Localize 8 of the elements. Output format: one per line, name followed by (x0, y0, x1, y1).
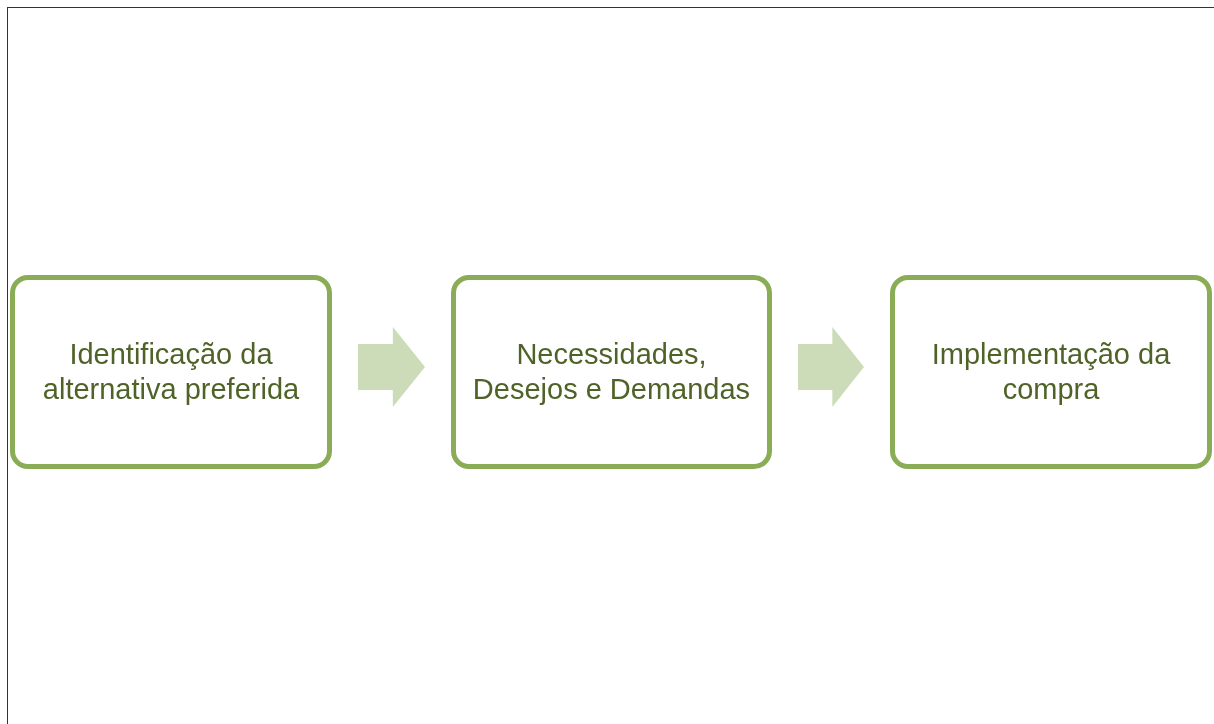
process-box (451, 275, 772, 469)
box-label: Identificação da alternativa preferida (41, 337, 301, 407)
block-arrow (798, 327, 864, 407)
process-box (10, 275, 332, 469)
box-label: Implementação da compra (930, 337, 1172, 407)
block-arrow (358, 327, 425, 407)
box-label: Necessidades, Desejos e Demandas (471, 337, 752, 407)
process-box (890, 275, 1212, 469)
